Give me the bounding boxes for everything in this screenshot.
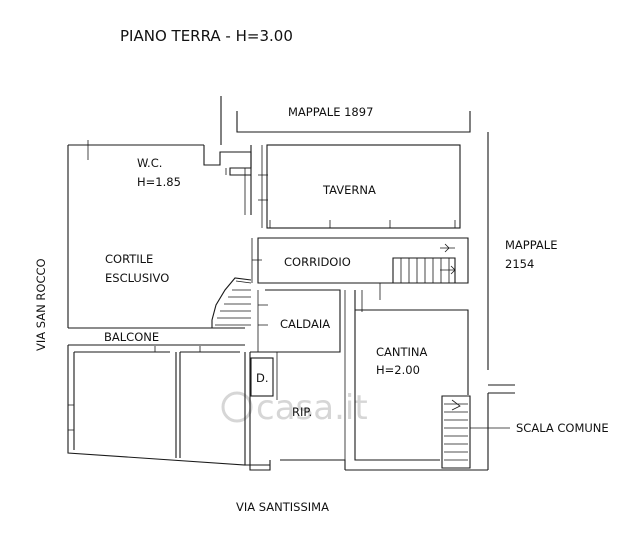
label-rip: RIP. [292, 405, 312, 419]
corridoio-room [257, 237, 469, 284]
label-mappale-2154-num: 2154 [505, 257, 534, 271]
label-balcone: BALCONE [104, 330, 159, 344]
cantina-room [354, 290, 469, 461]
plan-title: PIANO TERRA - H=3.00 [120, 27, 293, 45]
watermark-text: casa.it [256, 388, 368, 428]
outer-stairs [211, 277, 252, 328]
internal-stairs [379, 243, 456, 300]
cantina-inner [344, 290, 363, 460]
courtyard-wall [67, 144, 204, 328]
label-d: D. [256, 371, 269, 385]
balcone-band [68, 327, 245, 346]
label-cantina: CANTINA [376, 345, 428, 359]
caldaia-door [257, 290, 268, 352]
label-scala-comune: SCALA COMUNE [516, 421, 609, 435]
label-via-san-rocco: VIA SAN ROCCO [34, 258, 48, 351]
label-wc: W.C. [137, 156, 162, 170]
label-wc-h: H=1.85 [137, 175, 181, 189]
lower-left-wing [67, 345, 246, 466]
label-caldaia: CALDAIA [280, 317, 330, 331]
label-cortile: CORTILE [105, 252, 153, 266]
taverna-room [266, 144, 461, 229]
scala-comune [441, 384, 515, 470]
label-via-santissima: VIA SANTISSIMA [236, 500, 329, 514]
label-esclusivo: ESCLUSIVO [105, 271, 169, 285]
d-closet [250, 357, 274, 397]
label-cantina-h: H=2.00 [376, 363, 420, 377]
corridoio-door [251, 238, 262, 283]
lower-left-inner [73, 351, 240, 450]
mappale-1897-boundary [236, 111, 471, 133]
watermark: casa.it [221, 388, 368, 428]
taverna-openings [269, 220, 456, 228]
watermark-icon [221, 391, 253, 423]
wc-inner [225, 168, 246, 215]
lower-left-ticks [68, 346, 201, 431]
label-corridoio: CORRIDOIO [284, 255, 351, 269]
taverna-door [258, 145, 268, 228]
lower-left-partition [175, 352, 181, 458]
label-mappale-1897: MAPPALE 1897 [288, 105, 373, 119]
label-taverna: TAVERNA [322, 183, 376, 197]
wc-walls [203, 145, 252, 176]
label-mappale-2154: MAPPALE [505, 238, 557, 252]
bottom-wall [245, 464, 488, 471]
